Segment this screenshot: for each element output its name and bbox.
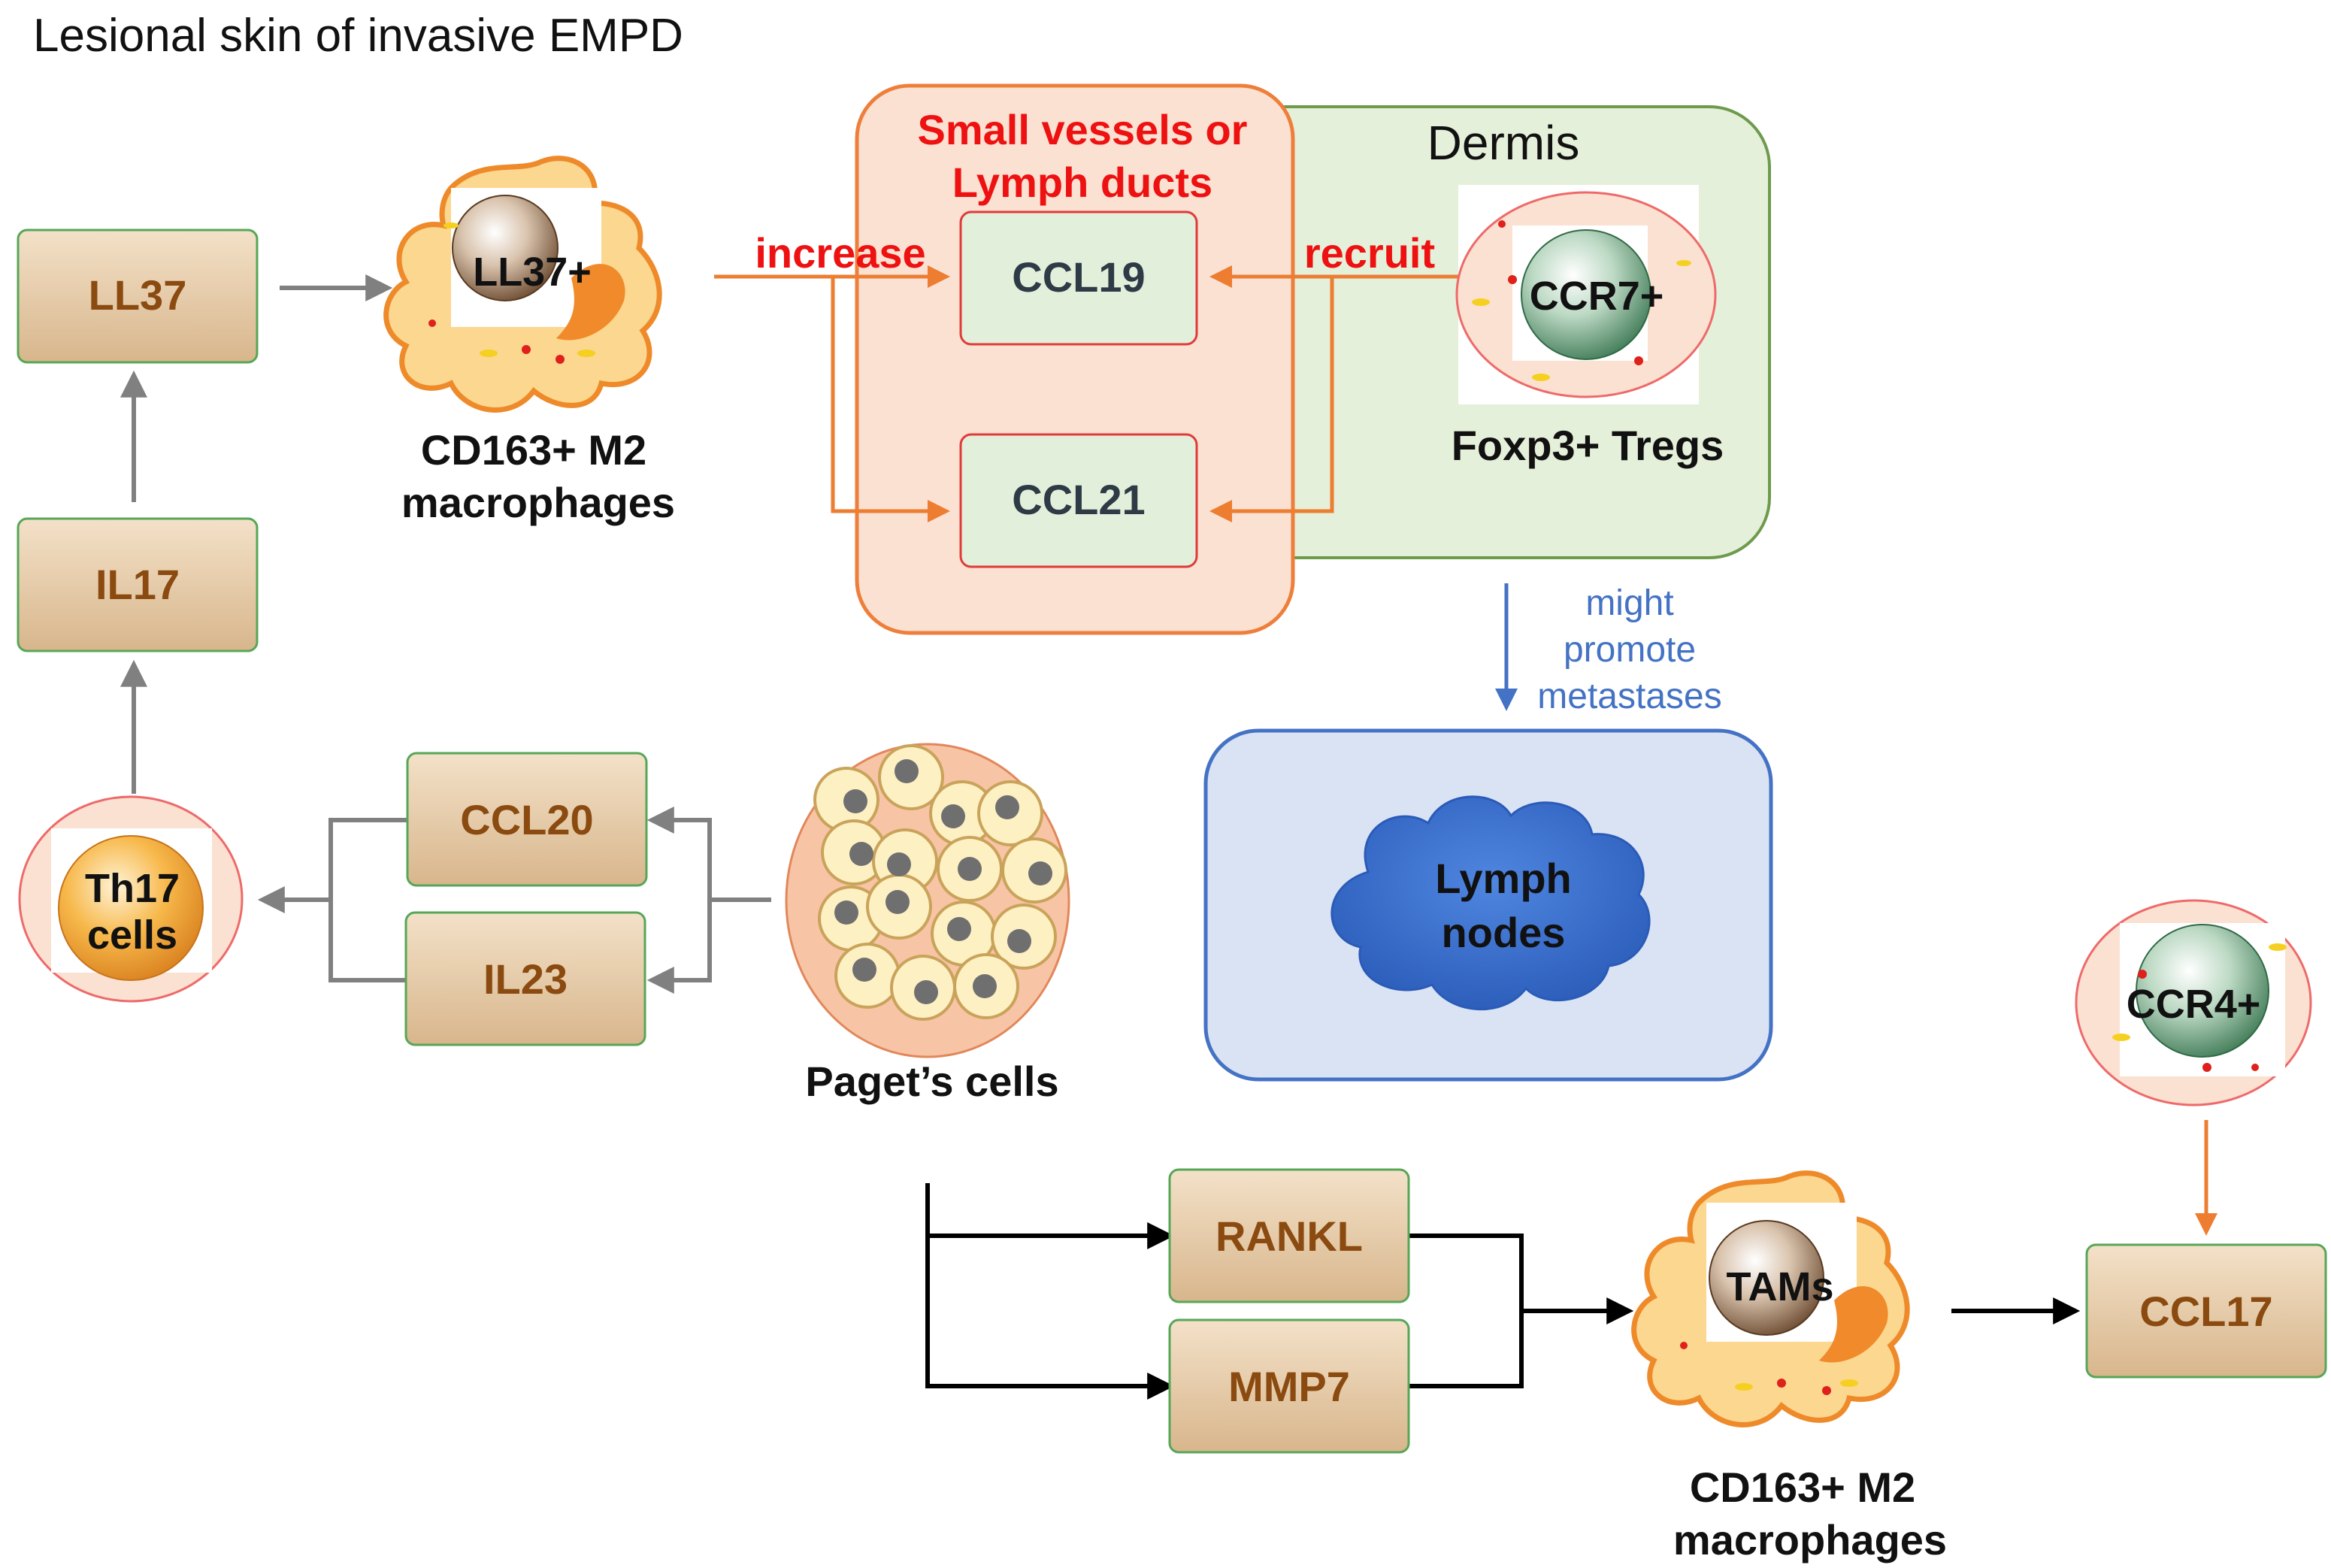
diagram-title: Lesional skin of invasive EMPD (33, 10, 683, 62)
treg-ccr7-label: CCR7+ (1530, 274, 1664, 319)
treg-ccr7-cell: CCR7+ (1455, 185, 1717, 404)
caption-paget: Paget’s cells (805, 1058, 1058, 1105)
bracket-ccl20-il23 (328, 818, 407, 982)
box-rankl: RANKL (1168, 1168, 1410, 1303)
caption-m2-bottom-line1: CD163+ M2 (1690, 1464, 1915, 1511)
th17-label-line1: Th17 (85, 866, 180, 911)
label-metastasis-line1: might (1585, 583, 1673, 623)
th17-cell: Th17 cells (18, 795, 244, 1003)
macrophage-ll37-cell: LL37+ (383, 156, 662, 413)
macrophage-tams-cell: TAMs (1631, 1170, 1910, 1427)
box-ccl17: CCL17 (2085, 1243, 2327, 1379)
lymph-nodes-label-line1: Lymph (1435, 855, 1571, 902)
box-ccl19: CCL19 (959, 210, 1198, 346)
arrow-to-mmp7 (925, 1183, 1175, 1400)
label-recruit: recruit (1304, 229, 1435, 277)
box-il17-label: IL17 (95, 561, 180, 608)
arrow-paget-to-ccl20 (646, 807, 771, 902)
vessels-label-line2: Lymph ducts (952, 159, 1212, 206)
box-mmp7-label: MMP7 (1228, 1363, 1350, 1410)
box-ccl17-label: CCL17 (2139, 1288, 2272, 1335)
lymph-nodes-box: Lymph nodes (1203, 728, 1773, 1082)
vessels-label-line1: Small vessels or (918, 106, 1248, 153)
caption-m2-bottom-line2: macrophages (1673, 1516, 1947, 1563)
box-ccl19-label: CCL19 (1012, 253, 1145, 301)
bracket-rankl-mmp7 (1409, 1234, 1524, 1388)
ccr4-label: CCR4+ (2127, 982, 2261, 1027)
box-rankl-label: RANKL (1215, 1212, 1363, 1260)
dermis-label: Dermis (1427, 116, 1580, 170)
ccr4-cell: CCR4+ (2075, 899, 2312, 1106)
macrophage-ll37-label: LL37+ (473, 250, 592, 295)
lymph-nodes-label-line2: nodes (1442, 909, 1566, 956)
arrow-increase-ccl21 (831, 277, 950, 522)
label-metastasis-line3: metastases (1537, 677, 1721, 716)
box-ccl20: CCL20 (406, 752, 648, 887)
gray-arrows (120, 274, 771, 994)
box-il23-label: IL23 (483, 955, 568, 1003)
orange-arrows (714, 265, 2217, 1236)
box-il23: IL23 (404, 911, 646, 1046)
caption-m2-top-line1: CD163+ M2 (421, 426, 646, 474)
box-ll37: LL37 (17, 229, 259, 364)
paget-cells-cluster (785, 743, 1070, 1058)
arrow-paget-to-il23 (646, 900, 712, 994)
box-ll37-label: LL37 (89, 271, 187, 319)
box-ccl21-label: CCL21 (1012, 476, 1145, 523)
arrow-recruit-ccl21 (1209, 277, 1334, 522)
label-metastasis-line2: promote (1564, 630, 1696, 670)
box-il17: IL17 (17, 517, 259, 652)
box-mmp7: MMP7 (1168, 1318, 1410, 1454)
black-arrows (925, 1183, 2081, 1400)
label-increase: increase (755, 229, 925, 277)
caption-m2-top-line2: macrophages (401, 479, 675, 526)
th17-label-line2: cells (87, 913, 177, 958)
macrophage-tams-label: TAMs (1727, 1264, 1834, 1309)
box-ccl21: CCL21 (959, 433, 1198, 568)
caption-tregs: Foxp3+ Tregs (1452, 422, 1724, 469)
box-ccl20-label: CCL20 (460, 796, 593, 843)
cloud-shape (1330, 795, 1651, 1011)
